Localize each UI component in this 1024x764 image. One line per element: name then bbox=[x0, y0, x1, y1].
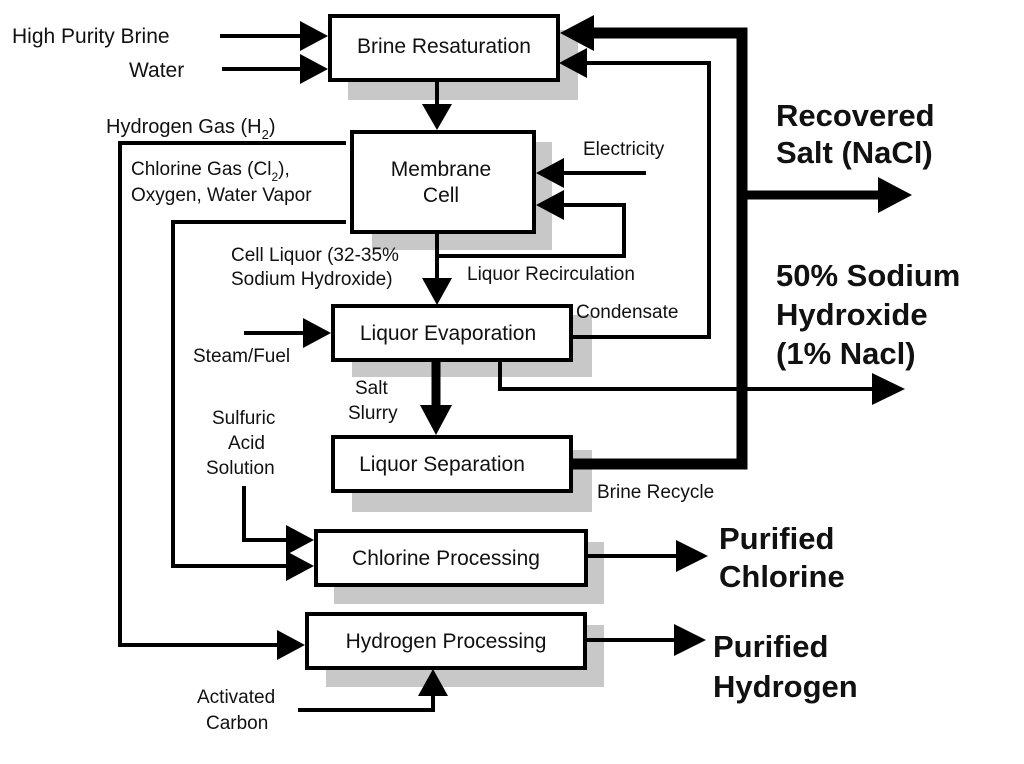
sulfuric-acid-arrowhead bbox=[286, 525, 314, 555]
purified-hydrogen-arrowhead bbox=[674, 624, 706, 656]
naoh-label-line3: (1% Nacl) bbox=[776, 336, 916, 371]
cell-liquor-label-line1: Cell Liquor (32-35% bbox=[231, 245, 399, 266]
activated-carbon-line bbox=[298, 692, 435, 712]
water-label: Water bbox=[129, 59, 184, 82]
chlorine-gas-label-end: ), bbox=[278, 159, 290, 180]
liquor-separation-box: Liquor Separation bbox=[331, 435, 573, 493]
condensate-line bbox=[571, 61, 711, 339]
chlorine-gas-label-line1: Chlorine Gas (Cl2), bbox=[131, 159, 290, 184]
sulfuric-acid-label-line3: Solution bbox=[206, 458, 275, 479]
chlorine-gas-arrowhead bbox=[286, 551, 314, 581]
liquor-recirculation-line bbox=[437, 203, 626, 258]
stream-labels: High Purity Brine Water Hydrogen Gas (H2… bbox=[12, 25, 714, 734]
salt-slurry-arrowhead bbox=[420, 405, 452, 435]
chlorine-gas-label-sub: 2 bbox=[271, 170, 278, 184]
hydrogen-processing-label: Hydrogen Processing bbox=[346, 630, 547, 653]
flow-lines bbox=[118, 15, 912, 712]
chlorine-gas-label-main: Chlorine Gas (Cl bbox=[131, 159, 271, 180]
salt-slurry-label-line1: Salt bbox=[355, 378, 388, 399]
electricity-arrowhead bbox=[536, 158, 564, 188]
hydrogen-processing-box: Hydrogen Processing bbox=[305, 612, 587, 670]
brine-recycle-arrowhead bbox=[560, 15, 594, 51]
chlorine-gas-line bbox=[171, 220, 346, 568]
membrane-cell-box: Membrane Cell bbox=[350, 130, 536, 234]
brine-recycle-label: Brine Recycle bbox=[597, 482, 714, 503]
membrane-cell-label-line1: Membrane bbox=[391, 158, 491, 181]
membrane-cell-label-line2: Cell bbox=[423, 184, 459, 207]
liquor-evaporation-box: Liquor Evaporation bbox=[331, 304, 573, 362]
purified-chlorine-label-line2: Chlorine bbox=[719, 559, 845, 594]
electricity-label: Electricity bbox=[583, 139, 665, 160]
purified-chlorine-label-line1: Purified bbox=[719, 521, 834, 556]
hydrogen-gas-label-end: ) bbox=[269, 116, 276, 138]
steam-fuel-arrowhead bbox=[303, 318, 331, 348]
sulfuric-acid-line bbox=[242, 486, 293, 542]
steam-fuel-label: Steam/Fuel bbox=[193, 346, 290, 367]
liquor-recirculation-label: Liquor Recirculation bbox=[467, 264, 635, 285]
naoh-label-line1: 50% Sodium bbox=[776, 258, 960, 293]
naoh-product-line bbox=[498, 360, 880, 391]
high-purity-brine-label: High Purity Brine bbox=[12, 25, 170, 48]
liquor-separation-label: Liquor Separation bbox=[359, 453, 525, 476]
brine-resaturation-box: Brine Resaturation bbox=[328, 14, 560, 82]
sulfuric-acid-label-line1: Sulfuric bbox=[212, 408, 275, 429]
cell-liquor-arrowhead bbox=[422, 278, 452, 305]
hydrogen-gas-label-sub: 2 bbox=[262, 127, 269, 142]
brine-to-cell-arrowhead bbox=[422, 104, 452, 130]
recovered-salt-label-line2: Salt (NaCl) bbox=[776, 135, 933, 170]
purified-hydrogen-label-line2: Hydrogen bbox=[713, 669, 858, 704]
purified-chlorine-arrowhead bbox=[676, 540, 708, 572]
hydrogen-gas-arrowhead bbox=[277, 630, 305, 660]
product-labels: Recovered Salt (NaCl) 50% Sodium Hydroxi… bbox=[713, 98, 960, 704]
water-input-arrowhead bbox=[300, 54, 328, 84]
hydrogen-gas-label-main: Hydrogen Gas (H bbox=[106, 116, 262, 138]
brine-recycle-line bbox=[571, 27, 748, 470]
chlorine-gas-label-line2: Oxygen, Water Vapor bbox=[131, 185, 312, 206]
liquor-evaporation-label: Liquor Evaporation bbox=[360, 322, 536, 345]
brine-resaturation-label: Brine Resaturation bbox=[357, 35, 531, 58]
condensate-label: Condensate bbox=[576, 302, 678, 323]
naoh-product-arrowhead bbox=[872, 373, 905, 405]
hydrogen-gas-line bbox=[118, 141, 346, 647]
liquor-recirculation-arrowhead bbox=[536, 190, 564, 220]
recovered-salt-label-line1: Recovered bbox=[776, 98, 935, 133]
activated-carbon-arrowhead bbox=[418, 669, 448, 696]
activated-carbon-label-line1: Activated bbox=[197, 687, 275, 708]
brine-input-arrowhead bbox=[300, 21, 328, 51]
chlorine-processing-label: Chlorine Processing bbox=[352, 547, 540, 570]
salt-slurry-label-line2: Slurry bbox=[348, 403, 398, 424]
hydrogen-gas-label: Hydrogen Gas (H2) bbox=[106, 116, 276, 142]
recovered-salt-arrowhead bbox=[878, 177, 912, 213]
purified-hydrogen-label-line1: Purified bbox=[713, 629, 828, 664]
chlorine-processing-box: Chlorine Processing bbox=[314, 529, 588, 587]
condensate-arrowhead bbox=[559, 48, 587, 78]
sulfuric-acid-label-line2: Acid bbox=[228, 433, 265, 454]
naoh-label-line2: Hydroxide bbox=[776, 297, 928, 332]
cell-liquor-label-line2: Sodium Hydroxide) bbox=[231, 269, 393, 290]
activated-carbon-label-line2: Carbon bbox=[206, 713, 268, 734]
